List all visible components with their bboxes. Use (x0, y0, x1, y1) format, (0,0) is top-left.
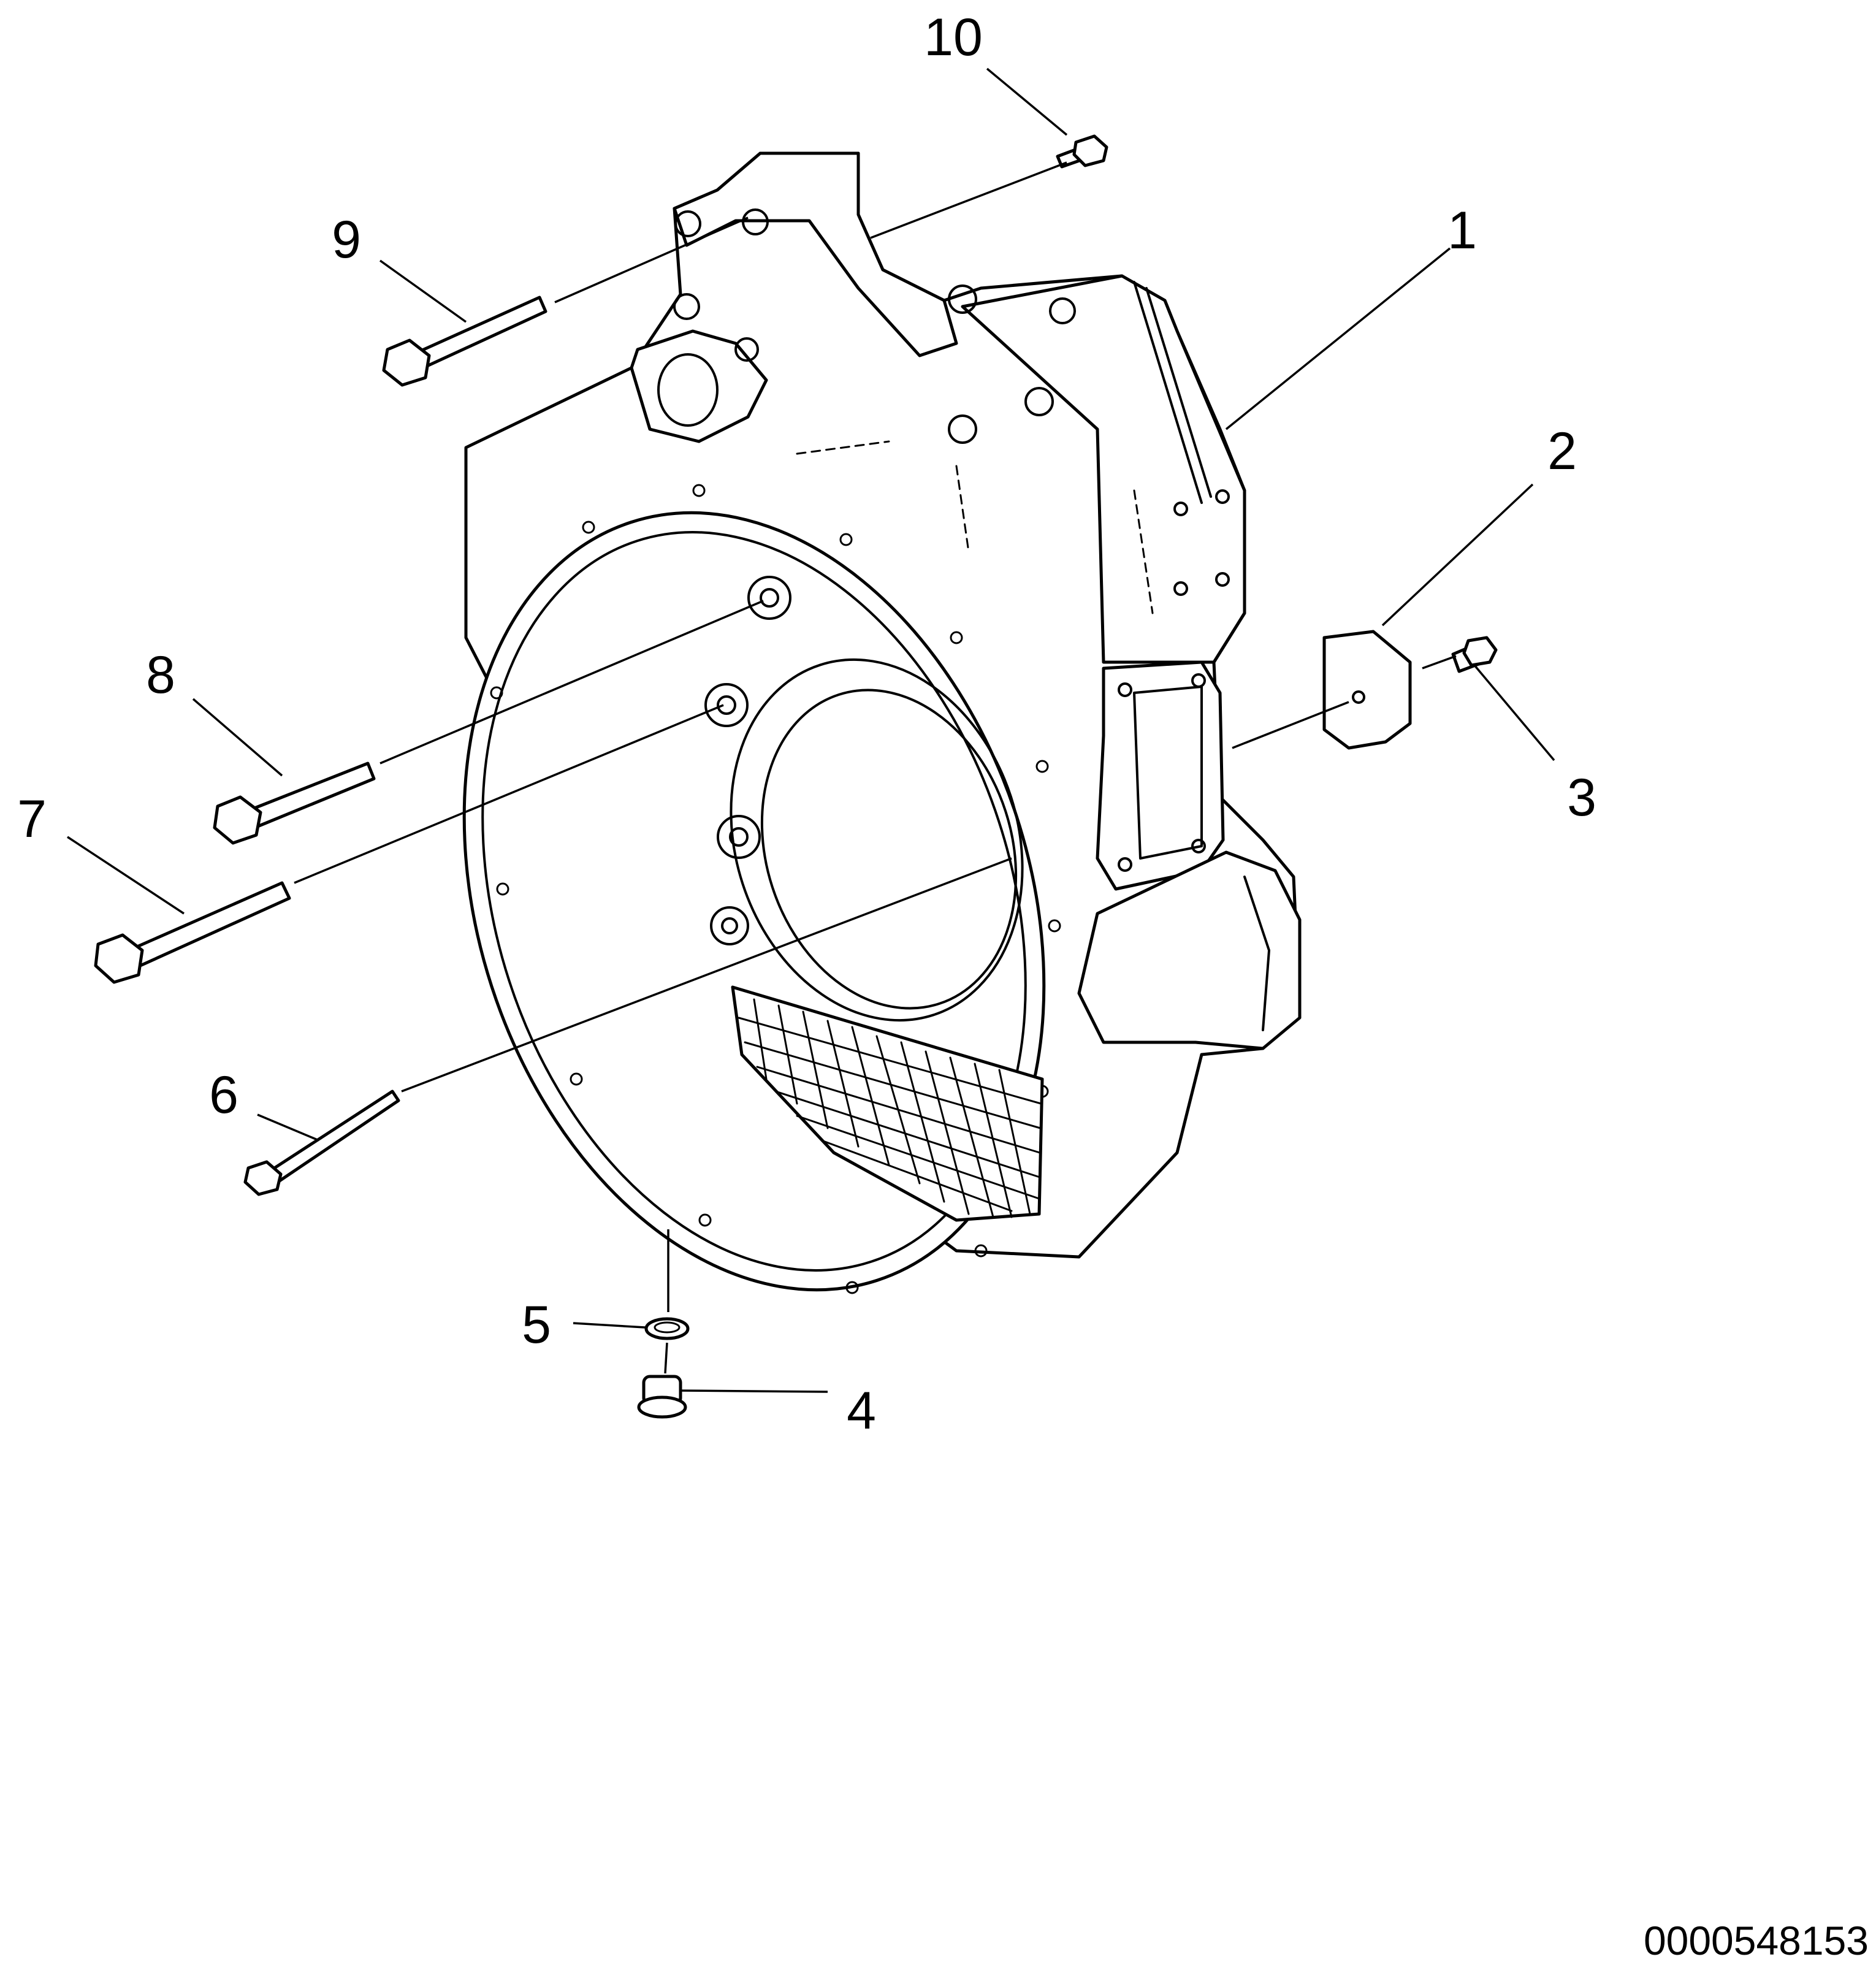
bolt-9 (382, 296, 547, 387)
drawing-id: 0000548153 (1644, 1918, 1869, 1962)
flange-bolt-holes (490, 484, 1061, 1294)
callout-2: 2 (1547, 422, 1577, 481)
callout-6: 6 (209, 1066, 238, 1124)
long-bolt-6 (243, 1090, 400, 1196)
callout-3: 3 (1567, 768, 1596, 827)
callout-1: 1 (1447, 201, 1477, 260)
drain-plug (637, 1375, 687, 1419)
inspection-grille (731, 985, 1044, 1222)
callout-7: 7 (17, 790, 47, 849)
cover-plate (1322, 630, 1412, 750)
bolt-10 (1056, 134, 1108, 169)
callout-5: 5 (522, 1296, 551, 1354)
bolt-8 (213, 762, 376, 845)
callout-8: 8 (146, 646, 175, 704)
alignment-lines (294, 161, 1457, 1374)
bolt-7 (94, 881, 291, 984)
callout-9: 9 (332, 210, 361, 269)
cover-bolt (1451, 636, 1498, 673)
callouts: 1 2 3 4 5 6 7 8 9 10 (17, 8, 1596, 1440)
callout-10: 10 (924, 8, 983, 67)
callout-4: 4 (847, 1381, 876, 1440)
flywheel-housing (462, 151, 1302, 1294)
sealing-washer (644, 1317, 690, 1340)
callout-leaders (67, 67, 1555, 1393)
